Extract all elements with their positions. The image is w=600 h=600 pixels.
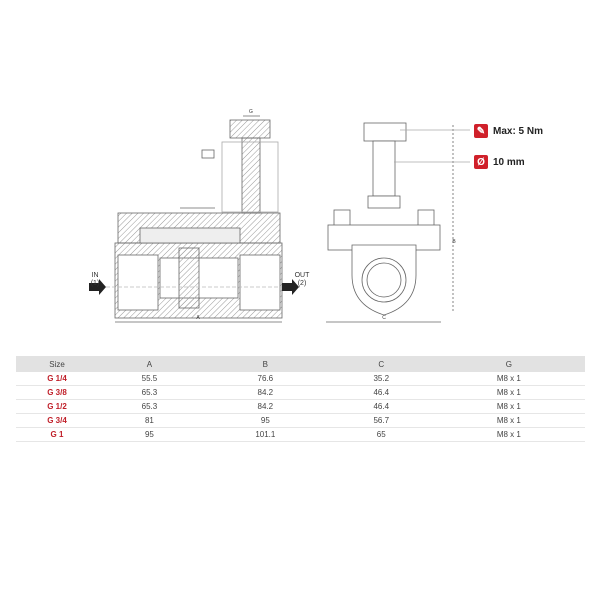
- header-a: A: [98, 356, 201, 372]
- table-cell: 65.3: [98, 399, 201, 414]
- table-cell: 46.4: [329, 399, 433, 414]
- section-view: [89, 115, 300, 323]
- torque-value: Max: 5 Nm: [493, 125, 544, 137]
- header-c: C: [329, 356, 433, 372]
- header-size: Size: [16, 356, 98, 372]
- table-cell: 65: [329, 427, 433, 442]
- table-cell: 84.2: [200, 385, 330, 400]
- inlet-label: IN(1): [90, 272, 100, 287]
- table-cell: M8 x 1: [432, 399, 585, 414]
- table-cell: M8 x 1: [432, 427, 585, 442]
- table-cell: 95: [98, 427, 201, 442]
- table-cell: 46.4: [329, 385, 433, 400]
- table-cell: 65.3: [98, 385, 201, 400]
- table-cell: 56.7: [329, 413, 433, 428]
- table-cell: M8 x 1: [432, 413, 585, 428]
- dim-a-label: A: [196, 315, 200, 321]
- diameter-value: 10 mm: [493, 156, 525, 168]
- torque-spec: ✎ Max: 5 Nm: [474, 124, 543, 138]
- wrench-icon: ✎: [474, 124, 488, 138]
- valve-drawing: [89, 115, 470, 323]
- table-cell: 84.2: [200, 399, 330, 414]
- diameter-icon: Ø: [474, 155, 488, 169]
- table-cell: 35.2: [329, 372, 433, 386]
- table-cell: 55.5: [98, 372, 201, 386]
- table-cell: G 1/2: [16, 399, 98, 414]
- table-cell: 81: [98, 413, 201, 428]
- table-cell: M8 x 1: [432, 385, 585, 400]
- table-cell: 95: [200, 413, 330, 428]
- inlet-arrow-icon: [89, 279, 106, 295]
- table-cell: 101.1: [200, 427, 330, 442]
- dim-b-label: B: [452, 239, 456, 245]
- table-cell: G 3/4: [16, 413, 98, 428]
- table-header: Size A B C G: [16, 356, 585, 372]
- table-cell: G 1/4: [16, 372, 98, 386]
- table-cell: M8 x 1: [432, 372, 585, 386]
- outlet-arrow-icon: [282, 279, 299, 295]
- table-cell: G 1: [16, 427, 98, 442]
- front-view: [326, 122, 470, 323]
- header-g: G: [432, 356, 585, 372]
- outlet-label: OUT(2): [294, 272, 310, 287]
- table-cell: 76.6: [200, 372, 330, 386]
- table-cell: G 3/8: [16, 385, 98, 400]
- dim-g-label: G: [249, 109, 253, 115]
- diameter-spec: Ø 10 mm: [474, 155, 525, 169]
- dim-c-label: C: [382, 315, 386, 321]
- header-b: B: [200, 356, 330, 372]
